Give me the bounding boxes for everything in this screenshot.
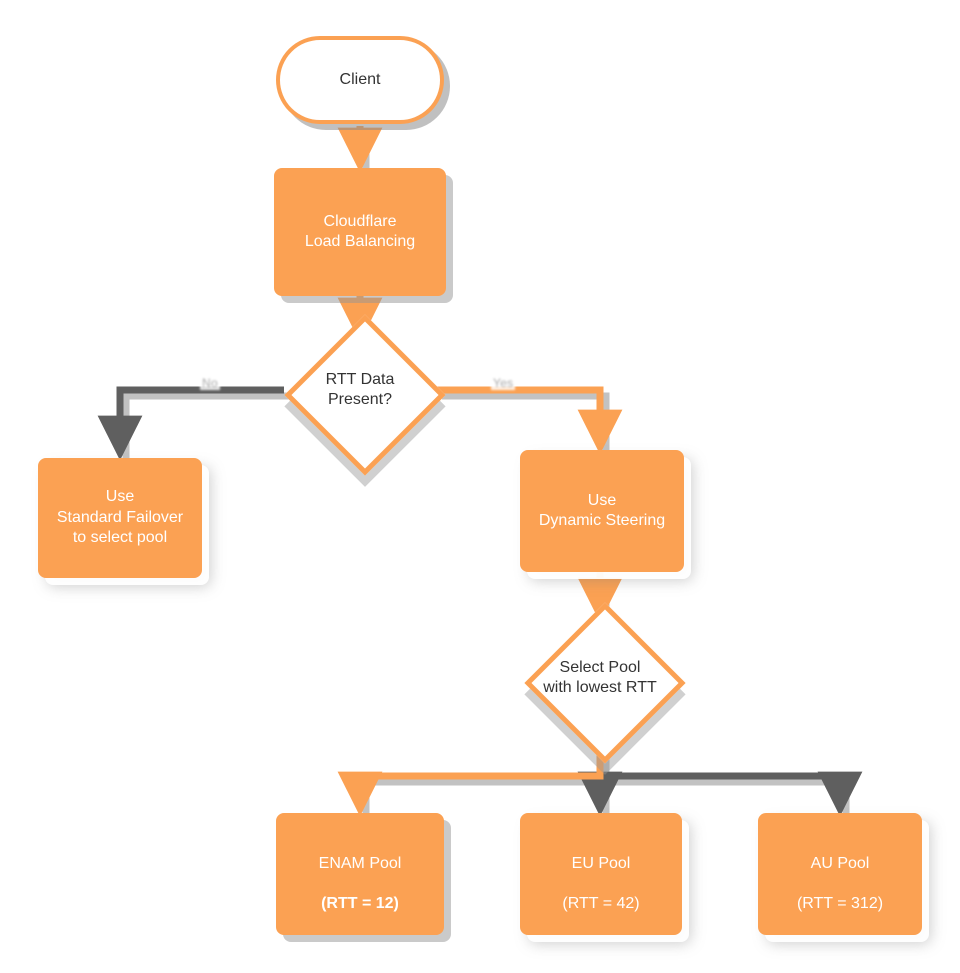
node-eu-pool[interactable]: EU Pool (RTT = 42) xyxy=(520,813,682,935)
node-au-pool-line2: (RTT = 312) xyxy=(796,895,884,913)
node-standard-failover-label: Use Standard Failover to select pool xyxy=(56,488,184,547)
edge-label-yes: Yes xyxy=(491,376,516,390)
node-eu-pool-line1: EU Pool xyxy=(571,854,631,872)
node-au-pool-label: AU Pool (RTT = 312) xyxy=(791,833,889,915)
node-au-pool[interactable]: AU Pool (RTT = 312) xyxy=(758,813,922,935)
edge-rtt-no xyxy=(97,386,284,461)
node-select-pool[interactable]: Select Pool with lowest RTT xyxy=(516,602,686,764)
node-enam-pool-line1: ENAM Pool xyxy=(318,854,402,872)
node-enam-pool-label: ENAM Pool (RTT = 12) xyxy=(313,833,408,915)
node-enam-pool-line2: (RTT = 12) xyxy=(321,895,399,913)
node-rtt-decision-label: RTT Data Present? xyxy=(325,370,395,408)
edge-label-no: No xyxy=(200,376,220,390)
node-load-balancing-label: Cloudflare Load Balancing xyxy=(304,212,416,250)
edge-pool-enam xyxy=(337,740,604,817)
node-client[interactable]: Client xyxy=(276,36,444,124)
node-rtt-decision[interactable]: RTT Data Present? xyxy=(284,314,446,476)
node-load-balancing[interactable]: Cloudflare Load Balancing xyxy=(274,168,446,296)
node-eu-pool-line2: (RTT = 42) xyxy=(562,895,640,913)
edge-rtt-yes xyxy=(436,386,623,455)
node-standard-failover[interactable]: Use Standard Failover to select pool xyxy=(38,458,202,578)
node-dynamic-steering-label: Use Dynamic Steering xyxy=(538,491,666,529)
node-au-pool-line1: AU Pool xyxy=(810,854,870,872)
node-client-label: Client xyxy=(339,70,381,88)
node-eu-pool-label: EU Pool (RTT = 42) xyxy=(556,833,645,915)
node-dynamic-steering[interactable]: Use Dynamic Steering xyxy=(520,450,684,572)
node-select-pool-label: Select Pool with lowest RTT xyxy=(543,658,657,696)
edge-pool-au xyxy=(600,771,863,817)
node-enam-pool[interactable]: ENAM Pool (RTT = 12) xyxy=(276,813,444,935)
